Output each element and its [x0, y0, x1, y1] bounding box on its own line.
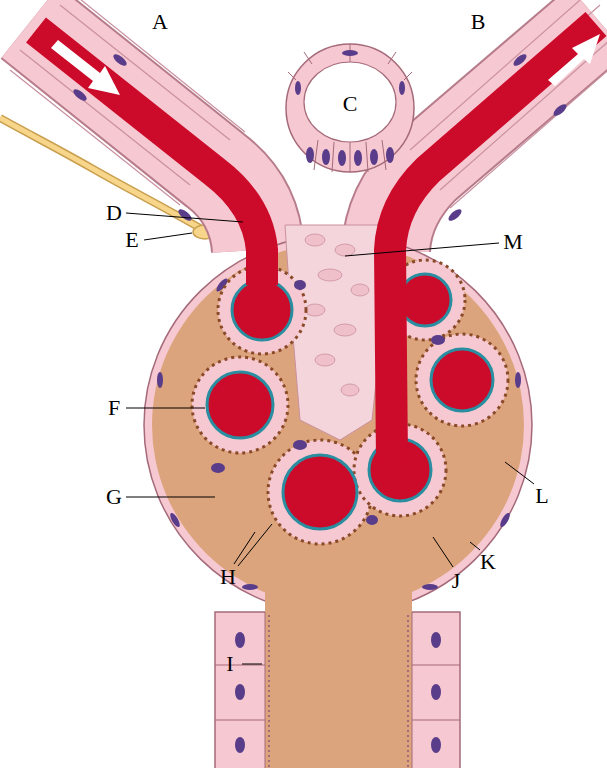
label-holder: A [152, 11, 168, 33]
podocyte-nuclei [211, 280, 445, 525]
label-holder: D [106, 202, 122, 224]
efferent-lumen [390, 24, 596, 460]
afferent-lumen [36, 30, 262, 285]
flow-arrow [548, 34, 600, 86]
flow-arrow [51, 40, 120, 95]
part-letter: L [535, 483, 548, 508]
label-holder: G [106, 486, 122, 508]
cell-borders [288, 44, 412, 172]
part-letter: M [503, 229, 523, 254]
part-letter: I [226, 651, 233, 676]
label-holder: M [503, 231, 523, 253]
label-holder: L [535, 485, 548, 507]
tubule-lumen [304, 62, 396, 142]
macula-densa-nuclei [295, 50, 405, 166]
tubule-lumen [265, 560, 412, 768]
part-letter: J [452, 568, 461, 593]
label-holder: J [452, 570, 461, 592]
part-letter: A [152, 9, 168, 34]
part-letter: G [106, 484, 122, 509]
label-holder: B [471, 11, 486, 33]
tubule-cell-borders [215, 612, 460, 768]
part-letter: E [125, 227, 138, 252]
part-letter: F [108, 395, 120, 420]
part-letter: H [220, 564, 236, 589]
capillary-loops [192, 260, 508, 544]
part-letter: D [106, 200, 122, 225]
part-letter: B [471, 9, 486, 34]
mesangial-cells [305, 234, 369, 396]
leader-lines [126, 213, 534, 664]
part-letter: K [480, 549, 496, 574]
label-holder: K [480, 551, 496, 573]
brush-border [269, 615, 408, 768]
label-holder: F [108, 397, 120, 419]
label-holder: H [220, 566, 236, 588]
distal-tubule [286, 44, 414, 172]
label-holder: E [125, 229, 138, 251]
part-letter: C [343, 91, 358, 116]
label-holder: I [226, 653, 233, 675]
label-holder: C [343, 93, 358, 115]
